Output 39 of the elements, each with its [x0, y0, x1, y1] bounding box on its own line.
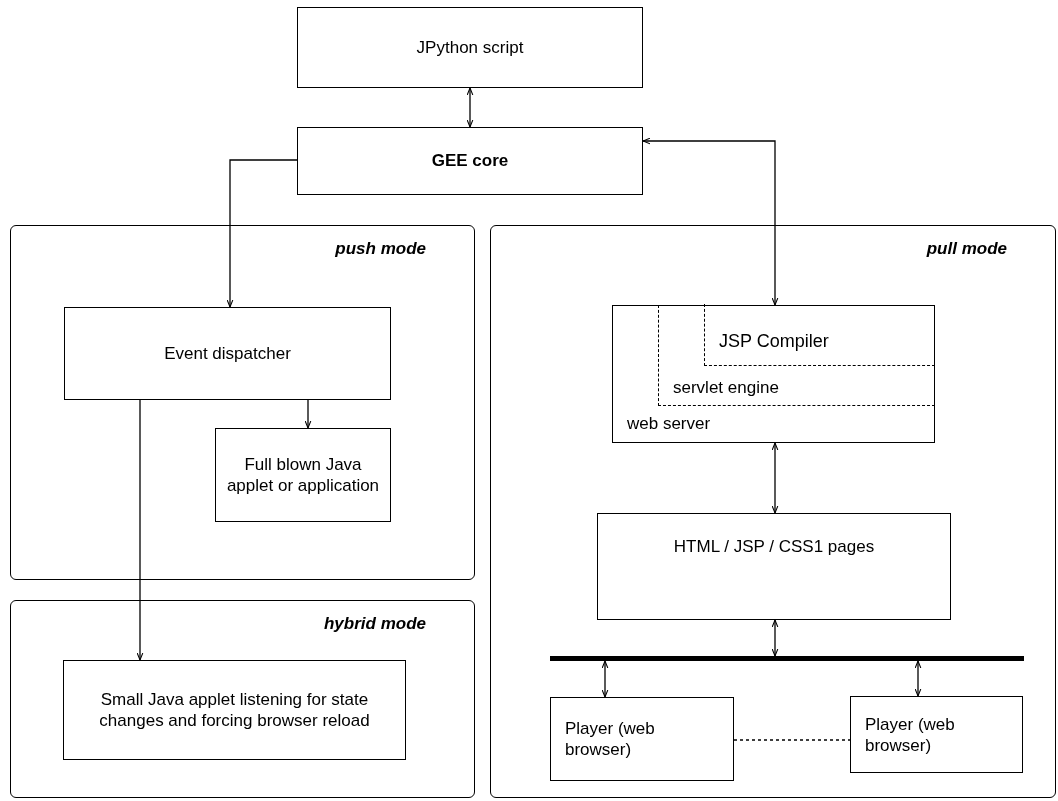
engine-region — [658, 305, 935, 406]
process-box — [297, 127, 643, 195]
box-label: Full blown Java applet or application — [225, 454, 381, 496]
client-box — [550, 697, 734, 781]
connector — [733, 739, 851, 741]
client-box — [850, 696, 1023, 773]
layer-label: servlet engine — [673, 376, 779, 399]
box-label: Player (web browser) — [565, 718, 656, 760]
mode-panel — [10, 600, 475, 798]
connector — [914, 660, 922, 697]
connector — [136, 399, 144, 661]
process-box — [597, 513, 951, 620]
box-label: Small Java applet listening for state changes and forcing browser reload — [98, 689, 371, 731]
layer-label: JSP Compiler — [719, 330, 829, 353]
panel-title: hybrid mode — [324, 613, 426, 635]
box-label: HTML / JSP / CSS1 pages — [673, 536, 875, 558]
connector — [771, 442, 779, 514]
server-box — [612, 305, 935, 443]
connector — [771, 619, 779, 657]
box-label: GEE core — [431, 150, 509, 173]
panel-title: pull mode — [926, 238, 1007, 260]
layer-label: web server — [627, 412, 711, 435]
panel-title: push mode — [335, 238, 426, 260]
connector — [601, 660, 609, 698]
mode-panel — [10, 225, 475, 580]
compiler-region — [704, 304, 935, 366]
box-label: Event dispatcher — [164, 343, 291, 364]
process-box — [297, 7, 643, 88]
connector — [304, 399, 312, 429]
box-label: JPython script — [416, 37, 524, 58]
box-label: Player (web browser) — [865, 713, 956, 756]
connector — [466, 87, 474, 128]
mode-panel — [490, 225, 1056, 798]
connector — [226, 159, 298, 308]
process-box — [63, 660, 406, 760]
network-bus — [550, 656, 1024, 661]
process-box — [64, 307, 391, 400]
connector — [642, 137, 779, 306]
process-box — [215, 428, 391, 522]
